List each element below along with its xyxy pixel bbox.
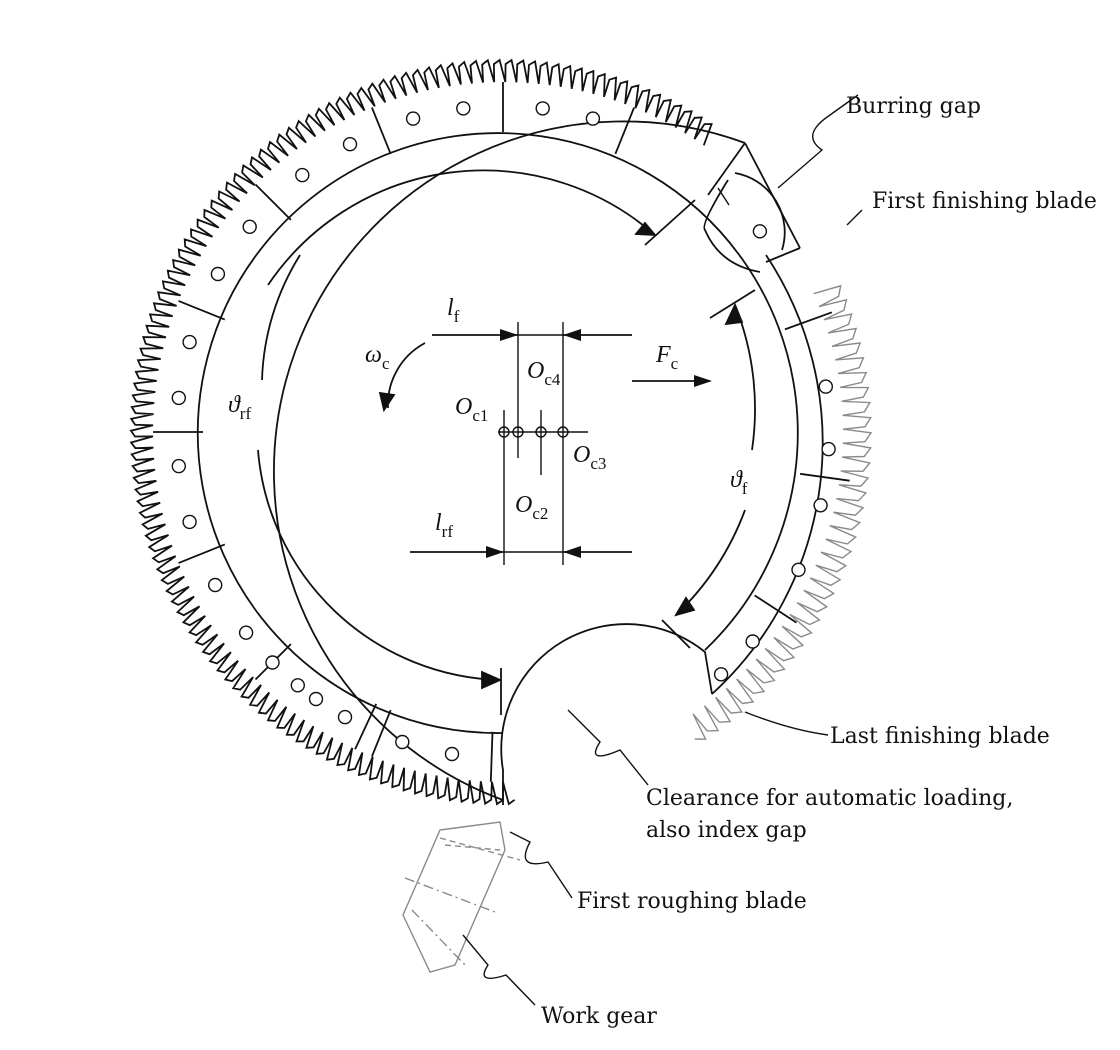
bolt-hole	[210, 266, 226, 282]
bolt-hole	[171, 390, 187, 406]
bolt-hole	[585, 111, 601, 126]
bolt-hole	[752, 224, 768, 239]
bolt-hole	[337, 709, 353, 725]
segment-divider	[354, 703, 378, 750]
bolt-hole	[713, 667, 729, 682]
segment-divider	[178, 543, 226, 564]
work-gear-blade	[402, 821, 521, 973]
bolt-hole	[535, 101, 550, 116]
bolt-hole	[182, 334, 197, 350]
bolt-hole	[813, 498, 828, 513]
bolt-hole	[821, 441, 836, 457]
finishing-teeth-path	[692, 284, 873, 740]
bolt-hole	[242, 219, 257, 235]
bolt-hole	[171, 458, 187, 474]
leader-lines	[462, 94, 863, 1006]
center-oc4	[512, 426, 524, 438]
symbol-o-c1: Oc1	[455, 394, 488, 425]
label-first-finishing-blade: First finishing blade	[872, 189, 1097, 214]
segment-divider	[254, 183, 292, 221]
segment-divider	[371, 107, 392, 155]
symbol-theta-rf: ϑrf	[228, 392, 251, 423]
segment-divider	[799, 472, 850, 482]
bolt-hole	[405, 111, 421, 126]
bolt-hole	[444, 746, 460, 762]
segment-divider	[178, 300, 226, 321]
label-clearance-line1: Clearance for automatic loading,	[646, 786, 1013, 811]
center-oc3	[557, 426, 569, 438]
bolt-hole	[295, 167, 310, 183]
bolt-hole	[182, 514, 197, 530]
label-work-gear: Work gear	[541, 1004, 657, 1029]
burring-gap-pocket	[703, 142, 801, 273]
segment-divider	[371, 709, 392, 757]
bolt-hole	[395, 734, 410, 750]
angle-arcs	[257, 169, 756, 715]
symbol-f-c: Fc	[655, 342, 679, 373]
label-last-finishing-blade: Last finishing blade	[830, 724, 1050, 749]
symbol-omega-c: ωc	[365, 342, 390, 373]
carrier-inner-arc	[196, 132, 799, 734]
center-oc2	[535, 426, 547, 438]
segment-divider	[489, 731, 494, 782]
bolt-hole	[745, 634, 760, 649]
bolt-hole	[265, 655, 280, 670]
segment-divider	[784, 311, 833, 331]
label-first-roughing-blade: First roughing blade	[577, 889, 807, 914]
symbol-l-f: lf	[447, 295, 460, 326]
symbol-l-rf: lrf	[435, 510, 453, 541]
finishing-blade-teeth	[692, 284, 873, 740]
loading-clearance-arc	[500, 623, 713, 805]
carrier-outer-arc	[273, 120, 746, 801]
symbol-o-c4: Oc4	[527, 358, 561, 389]
symbol-o-c2: Oc2	[515, 492, 548, 523]
bolt-holes	[171, 101, 836, 762]
label-burring-gap: Burring gap	[846, 94, 981, 119]
segment-divider	[614, 107, 635, 155]
bolt-hole	[342, 136, 358, 152]
symbol-o-c3: Oc3	[573, 442, 606, 473]
bolt-hole	[207, 577, 223, 593]
bolt-hole	[290, 678, 305, 693]
bolt-hole	[456, 101, 471, 116]
bolt-hole	[791, 562, 806, 577]
symbol-theta-f: ϑf	[730, 467, 748, 498]
center-oc1	[498, 426, 510, 438]
segment-divider	[754, 594, 797, 624]
center-construction	[410, 322, 712, 565]
bolt-hole	[818, 379, 833, 394]
roughing-blade-teeth	[129, 58, 713, 806]
label-clearance-line2: also index gap	[646, 818, 807, 843]
blade-segment-dividers	[153, 82, 850, 782]
roughing-teeth-path	[129, 58, 713, 806]
bolt-hole	[238, 625, 254, 640]
bolt-hole	[308, 691, 324, 707]
